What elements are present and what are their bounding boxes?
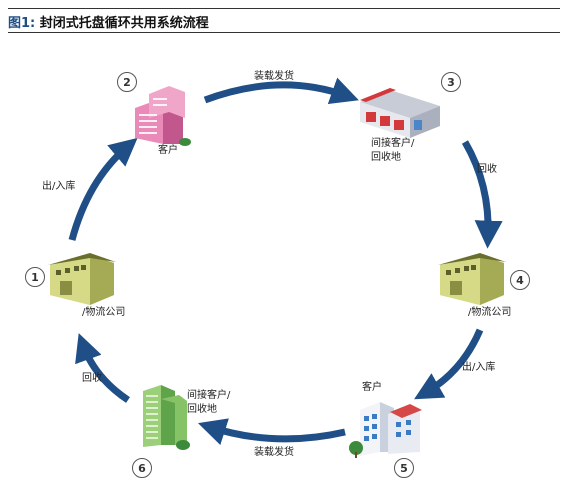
white-office-building-icon <box>349 402 422 458</box>
figure-title: 图1: 封闭式托盘循环共用系统流程 <box>8 12 209 31</box>
node-6-label-line1: 间接客户/ <box>187 390 231 401</box>
arrow-right-upper <box>461 140 503 249</box>
warehouse-icon <box>438 253 506 305</box>
figure-label: 图1: <box>8 16 36 31</box>
node-3-label-line2: 回收地 <box>371 152 401 163</box>
node-2-number: 2 <box>117 72 137 92</box>
title-rule <box>8 32 560 33</box>
top-rule <box>8 8 560 9</box>
node-4-number: 4 <box>510 270 530 290</box>
arrow-top <box>203 77 359 104</box>
node-6-label-line2: 回收地 <box>187 404 217 415</box>
figure-title-text: 封闭式托盘循环共用系统流程 <box>39 16 209 31</box>
node-4-label: /物流公司 <box>468 307 512 318</box>
edge-label-right-upper: 回收 <box>477 164 497 175</box>
arrow-left-upper <box>68 137 138 241</box>
pink-office-building-icon <box>135 86 191 146</box>
node-1-number: 1 <box>25 267 45 287</box>
warehouse-icon <box>48 253 116 305</box>
edge-label-left-lower: 回收 <box>82 373 102 384</box>
edge-label-bottom: 装载发货 <box>254 447 294 458</box>
node-1-label: /物流公司 <box>82 307 126 318</box>
arrow-left-lower <box>75 333 130 403</box>
node-3-number: 3 <box>441 72 461 92</box>
node-3-label-line1: 间接客户/ <box>371 138 415 149</box>
edge-label-left-upper: 出/入库 <box>42 181 76 192</box>
distribution-center-icon <box>360 88 440 138</box>
edge-label-top: 装载发货 <box>254 71 294 82</box>
arrow-bottom <box>198 418 346 446</box>
arrow-right-lower <box>414 328 484 400</box>
node-5-label: 客户 <box>362 382 382 393</box>
edge-label-right-lower: 出/入库 <box>462 362 496 373</box>
node-2-label: 客户 <box>158 145 178 156</box>
node-6-number: 6 <box>132 458 152 478</box>
green-apartment-building-icon <box>143 385 190 450</box>
node-5-number: 5 <box>394 458 414 478</box>
